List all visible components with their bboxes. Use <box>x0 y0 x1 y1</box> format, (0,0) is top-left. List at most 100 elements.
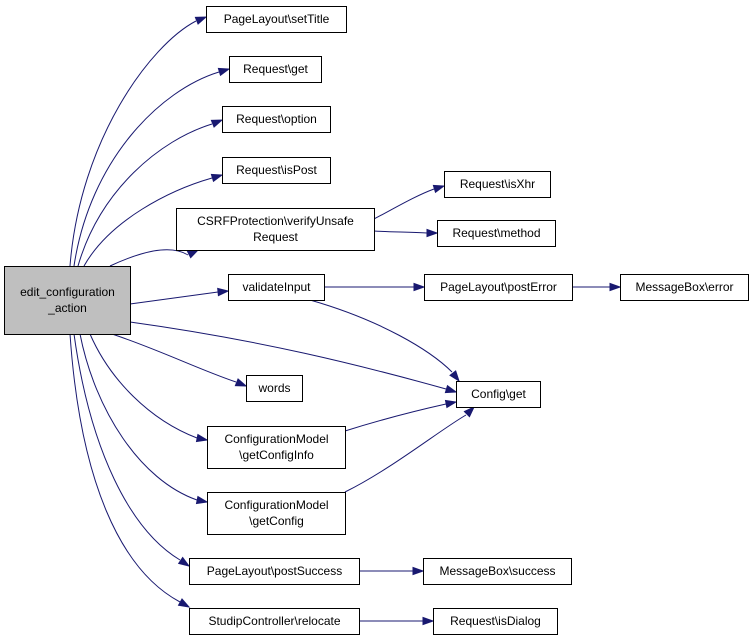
node-req-is-xhr[interactable]: Request\isXhr <box>444 171 551 198</box>
node-label: edit_configuration <box>20 285 115 299</box>
edge-line <box>309 299 453 373</box>
arrowhead-icon <box>217 287 230 297</box>
edge-line <box>129 321 447 390</box>
node-box[interactable] <box>176 208 375 251</box>
node-label: ConfigurationModel <box>224 432 328 446</box>
node-msg-error[interactable]: MessageBox\error <box>620 274 749 301</box>
edge-root-csrf <box>109 249 200 267</box>
node-label: Request\isPost <box>236 163 317 177</box>
arrowhead-icon <box>186 249 200 259</box>
node-box[interactable] <box>433 608 558 635</box>
edge-line <box>344 403 447 432</box>
edge-root-reqIsPost <box>83 173 224 267</box>
arrowhead-icon <box>210 119 224 128</box>
node-label: \getConfigInfo <box>239 448 314 462</box>
node-box[interactable] <box>229 56 322 83</box>
node-box[interactable] <box>456 381 541 408</box>
node-label: PageLayout\postSuccess <box>207 564 342 578</box>
node-req-is-dialog[interactable]: Request\isDialog <box>433 608 558 635</box>
node-get-config[interactable]: ConfigurationModel\getConfig <box>207 492 346 535</box>
edge-line <box>344 414 467 493</box>
node-label: PageLayout\setTitle <box>224 12 330 26</box>
node-req-option[interactable]: Request\option <box>222 106 331 133</box>
node-msg-success[interactable]: MessageBox\success <box>423 558 572 585</box>
edge-line <box>373 188 435 220</box>
edge-line <box>89 333 198 439</box>
node-box[interactable] <box>246 375 303 402</box>
edge-root-setTitle <box>69 16 208 267</box>
arrowhead-icon <box>432 184 446 194</box>
node-label: Request\option <box>236 112 317 126</box>
edge-line <box>73 71 220 267</box>
node-box[interactable] <box>423 558 572 585</box>
arrowhead-icon <box>426 228 439 238</box>
edge-line <box>373 230 428 234</box>
node-label: Request <box>253 230 298 244</box>
node-req-method[interactable]: Request\method <box>437 220 556 247</box>
node-relocate[interactable]: StudipController\relocate <box>189 608 360 635</box>
edge-root-validateInput <box>129 287 230 305</box>
edge-root-reqOption <box>77 119 224 267</box>
edge-postError-msgError <box>572 282 622 292</box>
node-root[interactable]: edit_configuration _action <box>4 266 131 335</box>
node-box[interactable] <box>620 274 749 301</box>
edge-csrf-reqIsXhr <box>373 184 446 220</box>
arrowhead-icon <box>463 405 476 418</box>
node-post-success[interactable]: PageLayout\postSuccess <box>189 558 360 585</box>
edge-config-configGet <box>344 405 476 493</box>
call-graph-edges <box>69 16 622 626</box>
arrowhead-icon <box>412 566 425 576</box>
edge-csrf-reqMethod <box>373 228 439 238</box>
edge-validate-postError <box>324 282 426 292</box>
arrowhead-icon <box>444 384 458 394</box>
edge-root-postSuccess <box>73 333 191 567</box>
node-label: Request\method <box>452 226 540 240</box>
node-req-is-post[interactable]: Request\isPost <box>222 157 331 184</box>
node-label: Request\get <box>243 62 308 76</box>
node-box[interactable] <box>206 6 347 33</box>
node-box[interactable] <box>207 492 346 535</box>
node-req-get[interactable]: Request\get <box>229 56 322 83</box>
node-label: StudipController\relocate <box>208 614 340 628</box>
node-box[interactable] <box>437 220 556 247</box>
node-post-error[interactable]: PageLayout\postError <box>424 274 573 301</box>
node-box[interactable] <box>222 106 331 133</box>
edge-line <box>73 333 181 561</box>
edge-postSuccess-msgSuccess <box>359 566 425 576</box>
node-label: Config\get <box>471 387 526 401</box>
edge-line <box>111 333 237 383</box>
arrowhead-icon <box>413 282 426 292</box>
node-validate-input[interactable]: validateInput <box>228 274 325 301</box>
node-box[interactable] <box>222 157 331 184</box>
edge-configInfo-configGet <box>344 399 458 432</box>
node-box[interactable] <box>228 274 325 301</box>
node-box[interactable] <box>424 274 573 301</box>
arrowhead-icon <box>177 598 191 608</box>
arrowhead-icon <box>422 616 435 626</box>
edge-validate-configGet <box>309 299 460 383</box>
node-label: _action <box>47 301 87 315</box>
arrowhead-icon <box>195 495 209 505</box>
node-box[interactable] <box>444 171 551 198</box>
call-graph-nodes: edit_configuration _action PageLayout\setT… <box>4 6 749 635</box>
node-box[interactable] <box>189 558 360 585</box>
edge-root-relocate <box>69 333 191 608</box>
node-label: ConfigurationModel <box>224 498 328 512</box>
node-set-title[interactable]: PageLayout\setTitle <box>206 6 347 33</box>
edge-line <box>69 333 181 603</box>
node-get-config-info[interactable]: ConfigurationModel \getConfigInfo <box>207 426 346 469</box>
edge-root-reqGet <box>73 67 231 267</box>
node-box[interactable] <box>207 426 346 469</box>
arrowhead-icon <box>609 282 622 292</box>
arrowhead-icon <box>234 378 248 387</box>
node-box[interactable] <box>189 608 360 635</box>
edge-relocate-reqIsDialog <box>359 616 435 626</box>
edge-root-getConfigInfo <box>89 333 209 443</box>
node-config-get[interactable]: Config\get <box>456 381 541 408</box>
arrowhead-icon <box>449 370 460 383</box>
node-words[interactable]: words <box>246 375 303 402</box>
node-box[interactable] <box>4 266 131 335</box>
node-label: PageLayout\postError <box>440 280 557 294</box>
